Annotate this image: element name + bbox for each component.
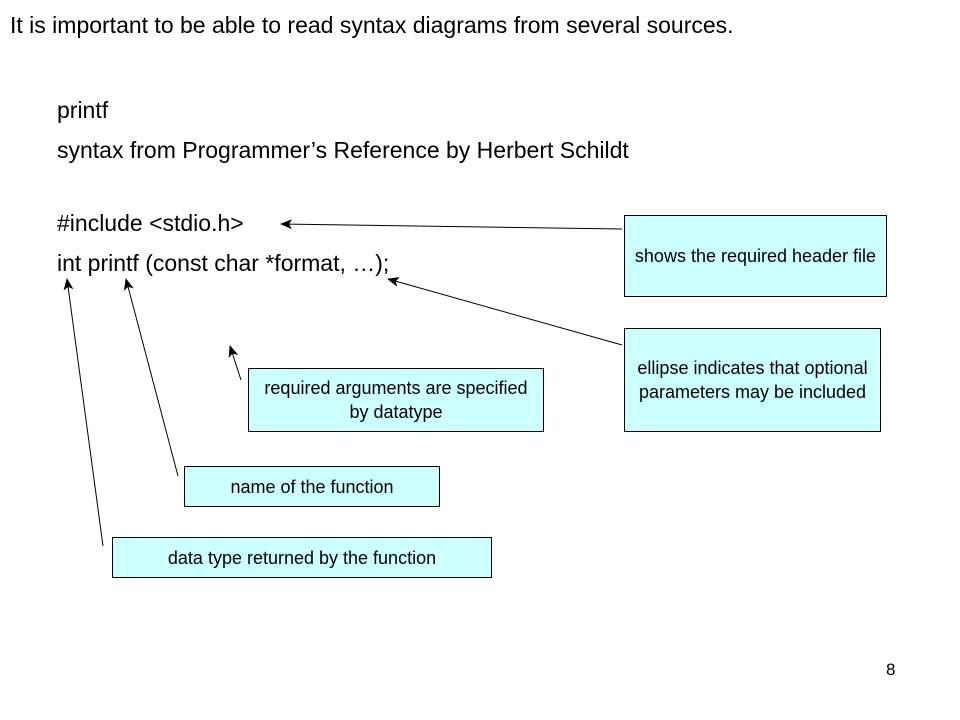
include-line: #include <stdio.h>: [57, 210, 244, 236]
source-line: syntax from Programmer’s Reference by He…: [57, 137, 629, 163]
page-number: 8: [886, 660, 896, 679]
function-name-line: printf: [57, 97, 109, 123]
callout-header-file: shows the required header file: [624, 215, 887, 297]
callout-ellipse: ellipse indicates that optional paramete…: [624, 328, 881, 432]
arrow-to-include: [280, 219, 623, 230]
arrow-to-int: [63, 278, 104, 547]
prototype-line: int printf (const char *format, …);: [57, 250, 390, 276]
callout-return-type: data type returned by the function: [112, 537, 492, 578]
arrow-to-printf: [123, 278, 179, 477]
slide-title: It is important to be able to read synta…: [10, 12, 734, 38]
arrow-to-ellipsis: [387, 277, 623, 346]
callout-required-arguments: required arguments are specified by data…: [248, 368, 544, 432]
callout-function-name: name of the function: [184, 466, 440, 507]
arrow-to-arguments: [228, 345, 242, 381]
